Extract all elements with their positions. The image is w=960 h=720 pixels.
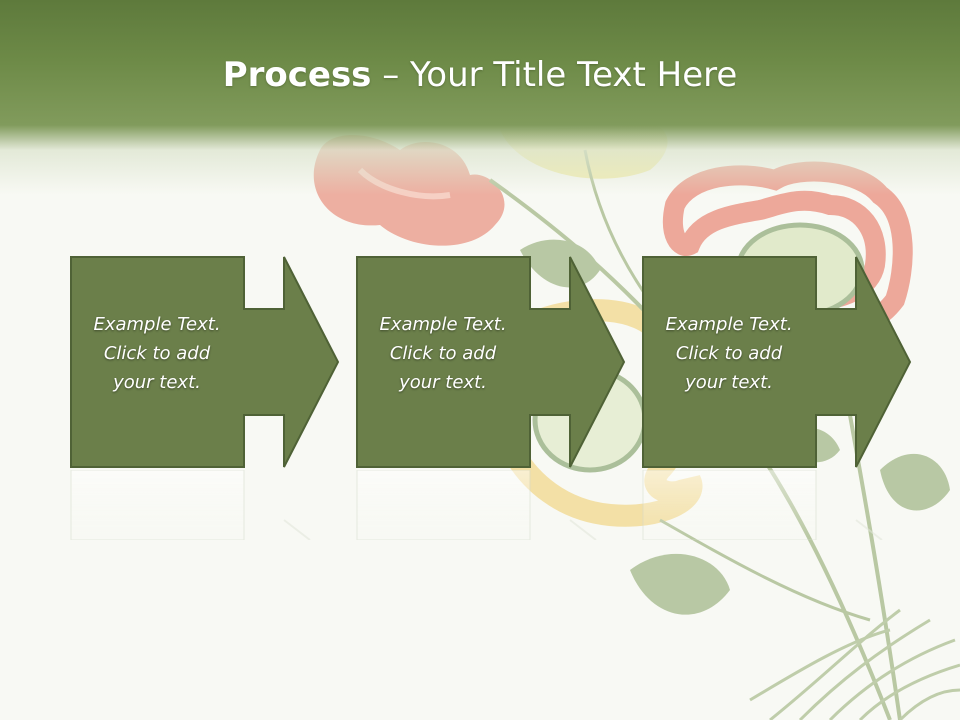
slide-title[interactable]: Process – Your Title Text Here — [0, 52, 960, 98]
process-step-3[interactable]: Example Text. Click to add your text. — [642, 256, 912, 468]
step-1-reflection — [70, 470, 311, 540]
title-rest: – Your Title Text Here — [371, 55, 738, 95]
process-step-1[interactable]: Example Text. Click to add your text. — [70, 256, 340, 468]
step-3-text[interactable]: Example Text. Click to add your text. — [665, 314, 793, 393]
step-2-reflection — [356, 470, 597, 540]
step-3-reflection — [642, 470, 883, 540]
arrow-box-shape — [642, 256, 912, 468]
process-step-2[interactable]: Example Text. Click to add your text. — [356, 256, 626, 468]
title-band — [0, 0, 960, 200]
title-bold-word: Process — [222, 55, 372, 95]
step-1-text[interactable]: Example Text. Click to add your text. — [93, 314, 221, 393]
step-2-text[interactable]: Example Text. Click to add your text. — [379, 314, 507, 393]
arrow-box-shape — [356, 256, 626, 468]
arrow-box-shape — [70, 256, 340, 468]
